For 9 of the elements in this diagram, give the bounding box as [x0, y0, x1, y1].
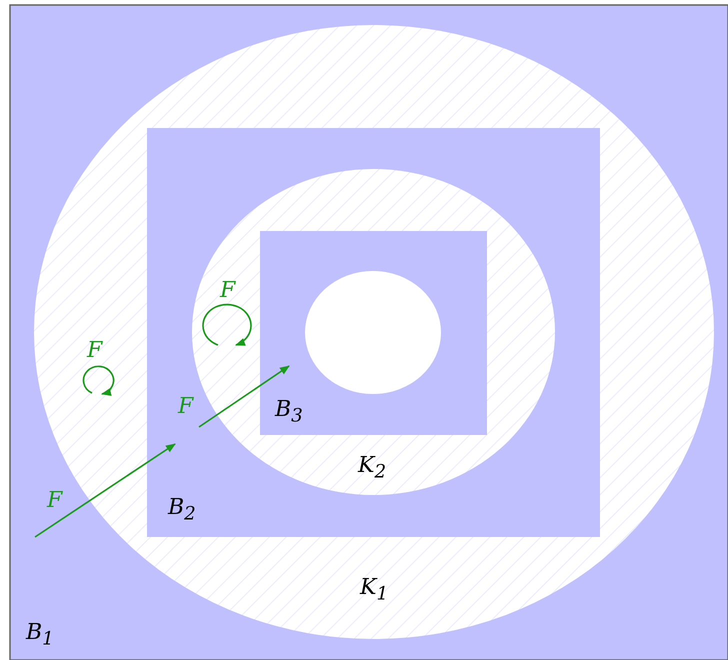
- region-label: B$_{1}$: [26, 622, 54, 649]
- region-label: K$_{1}$: [360, 577, 388, 604]
- force-label: F: [220, 280, 236, 302]
- region-label: B$_{2}$: [168, 497, 196, 524]
- force-label: F: [178, 396, 194, 418]
- force-label: F: [47, 490, 62, 512]
- force-label: F: [87, 340, 102, 362]
- region-label: B$_{3}$: [275, 399, 303, 426]
- region-label: K$_{2}$: [358, 455, 386, 482]
